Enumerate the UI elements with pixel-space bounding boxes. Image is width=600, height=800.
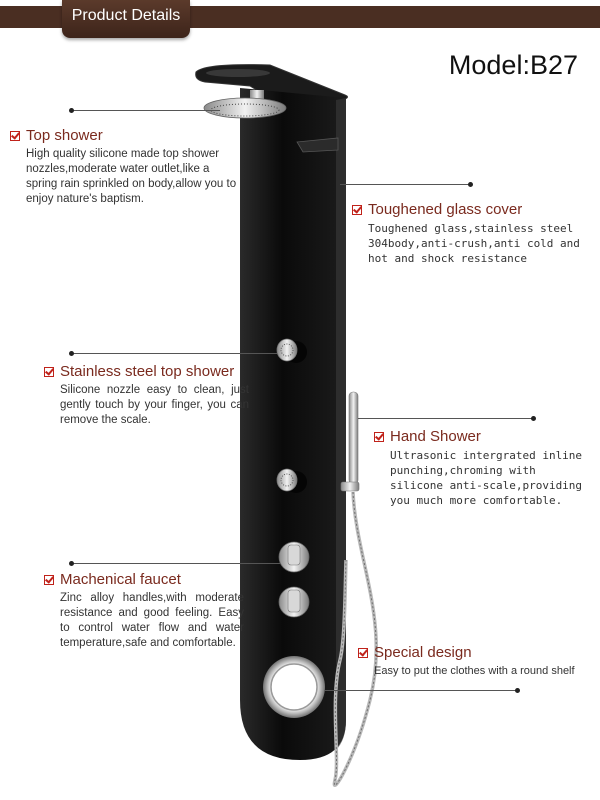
checkbox-icon [10, 130, 20, 141]
hand-shower-handle [348, 391, 359, 485]
body-jet-upper [276, 338, 307, 363]
panel-edge [336, 98, 346, 750]
leader-hand-shower [358, 418, 533, 419]
leader-dot-special-design [515, 688, 520, 693]
model-label: Model:B27 [448, 50, 578, 80]
canopy-highlight [206, 69, 270, 77]
leader-top-shower [72, 110, 220, 111]
leader-dot-hand-shower [531, 416, 536, 421]
feature-description: Silicone nozzle easy to clean, just gent… [60, 384, 249, 426]
feature-description: Zinc alloy handles,with moderate resista… [60, 592, 244, 649]
top-shower-head [203, 97, 287, 119]
checkbox-icon [44, 366, 54, 377]
round-shelf-hole [270, 663, 318, 711]
callout-glass-cover: Toughened glass cover Toughened glass,st… [352, 201, 580, 266]
feature-description: Easy to put the clothes with a round she… [374, 665, 575, 677]
leader-special-design [325, 690, 517, 691]
feature-title: Hand Shower [390, 428, 481, 445]
checkbox-icon [44, 574, 54, 585]
leader-glass-cover [340, 184, 470, 185]
hand-shower-holder [340, 481, 360, 492]
checkbox-icon [352, 204, 362, 215]
body-jet-lower [276, 468, 307, 493]
feature-title: Top shower [26, 127, 103, 144]
feature-description: Ultrasonic intergrated inline punching,c… [390, 449, 583, 507]
callout-steel-shower: Stainless steel top shower Silicone nozz… [44, 363, 249, 428]
callout-hand-shower: Hand Shower Ultrasonic intergrated inlin… [374, 428, 584, 508]
feature-description: Toughened glass,stainless steel 304body,… [368, 222, 580, 265]
leader-dot-top-shower [69, 108, 74, 113]
callout-faucet: Machenical faucet Zinc alloy handles,wit… [44, 571, 244, 651]
feature-title: Special design [374, 644, 472, 661]
shower-arm [250, 90, 264, 100]
checkbox-icon [374, 431, 384, 442]
checkbox-icon [358, 647, 368, 658]
feature-title: Toughened glass cover [368, 201, 523, 218]
callout-top-shower: Top shower High quality silicone made to… [10, 127, 240, 207]
feature-description: High quality silicone made top shower no… [26, 148, 237, 205]
top-shower-nozzles [210, 103, 280, 117]
feature-title: Stainless steel top shower [60, 363, 235, 380]
leader-dot-glass-cover [468, 182, 473, 187]
product-details-tab[interactable]: Product Details [62, 0, 190, 38]
faucet-handle-upper [278, 541, 310, 573]
panel-body [240, 88, 346, 760]
side-spray-bracket [296, 137, 339, 153]
faucet-handle-lower [278, 586, 310, 618]
callout-special-design: Special design Easy to put the clothes w… [358, 644, 598, 679]
leader-steel-shower [72, 353, 277, 354]
feature-title: Machenical faucet [60, 571, 181, 588]
leader-dot-faucet [69, 561, 74, 566]
leader-dot-steel-shower [69, 351, 74, 356]
leader-faucet [72, 563, 280, 564]
